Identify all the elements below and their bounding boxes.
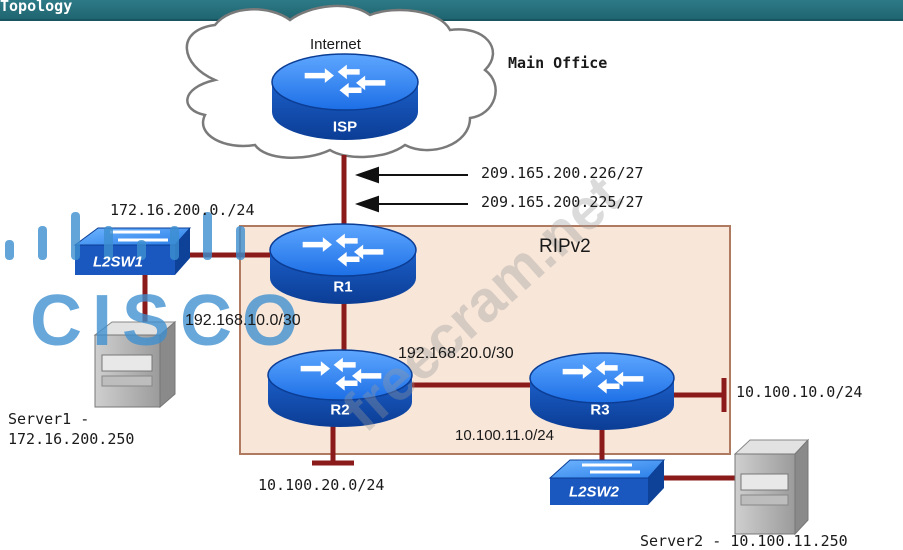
server2-label: Server2 - 10.100.11.250 xyxy=(640,532,848,550)
l2sw1-label: L2SW1 xyxy=(92,253,144,271)
net-isp-r1-225: 209.165.200.225/27 xyxy=(481,193,644,211)
net-r2-r3: 192.168.20.0/30 xyxy=(398,345,514,362)
router-r3 xyxy=(529,352,675,430)
l2sw2-label: L2SW2 xyxy=(568,483,620,501)
server1-name: Server1 - xyxy=(8,410,90,428)
internet-label: Internet xyxy=(310,36,361,53)
r2-label: R2 xyxy=(330,401,350,419)
net-lan-sw1: 172.16.200.0./24 xyxy=(110,201,255,219)
router-r1 xyxy=(269,223,417,304)
r1-label: R1 xyxy=(333,278,353,296)
router-isp xyxy=(271,53,419,140)
r3-label: R3 xyxy=(590,401,610,419)
server1 xyxy=(93,320,177,409)
switch-l2sw1 xyxy=(73,227,192,275)
router-r2 xyxy=(267,349,413,427)
server2 xyxy=(733,438,810,536)
net-r1-r2: 192.168.10.0/30 xyxy=(185,312,301,329)
switch-l2sw2 xyxy=(548,459,666,505)
net-isp-r1-226: 209.165.200.226/27 xyxy=(481,164,644,182)
net-r2-lan: 10.100.20.0/24 xyxy=(258,476,385,494)
cisco-logo-bars xyxy=(5,212,245,260)
arrow-head-226 xyxy=(354,166,379,184)
main-office-label: Main Office xyxy=(508,54,608,72)
net-r3-lan-11: 10.100.11.0/24 xyxy=(455,427,554,444)
ripv2-label: RIPv2 xyxy=(539,236,591,257)
net-r3-lan-10: 10.100.10.0/24 xyxy=(736,383,863,401)
isp-label: ISP xyxy=(332,118,358,136)
cisco-logo-text: CISCO xyxy=(30,281,309,361)
window-title: Topology xyxy=(0,0,73,15)
arrow-head-225 xyxy=(354,195,379,213)
server1-ip: 172.16.200.250 xyxy=(8,430,135,448)
